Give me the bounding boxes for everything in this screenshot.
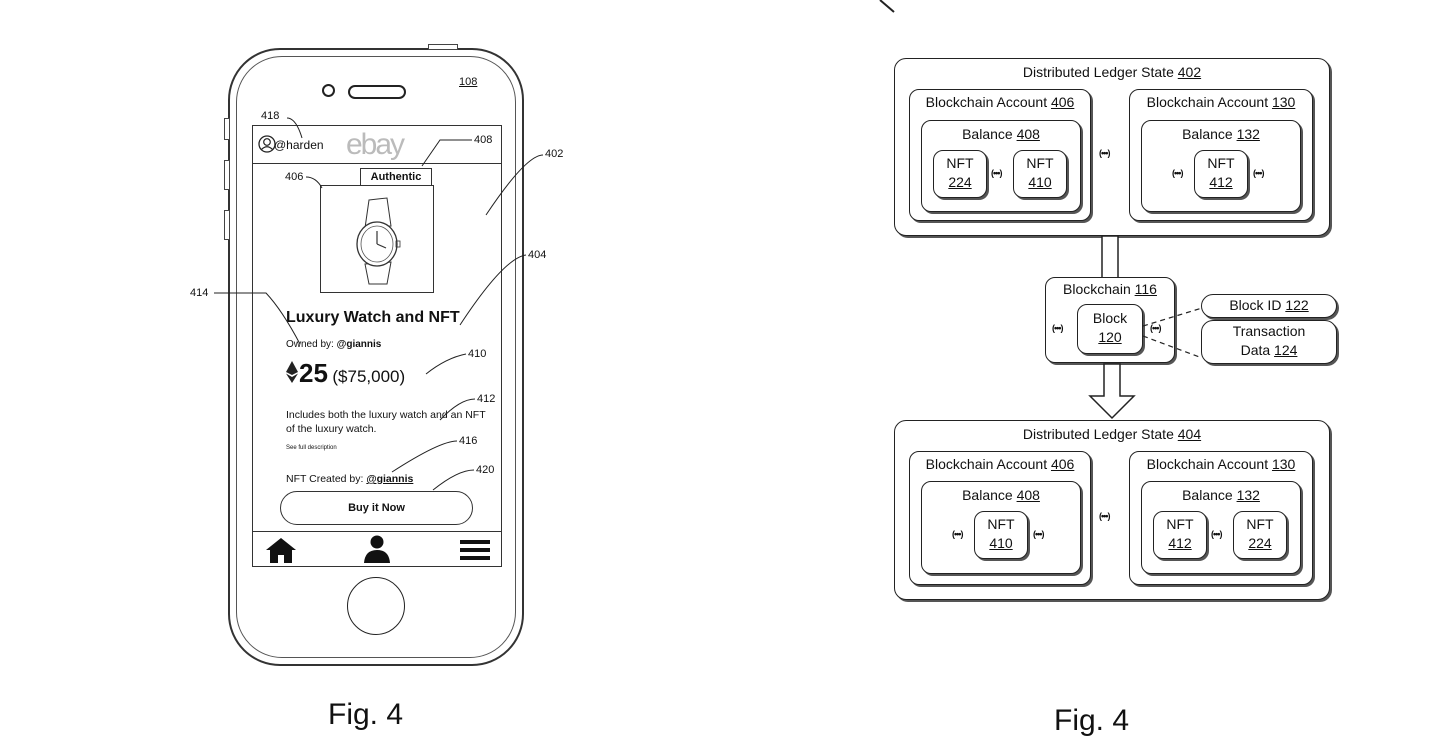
created-label: NFT Created by: bbox=[286, 473, 367, 485]
front-camera bbox=[322, 84, 335, 97]
owner-username[interactable]: @giannis bbox=[336, 339, 382, 350]
creator-username[interactable]: @giannis bbox=[366, 473, 414, 485]
reference-leader-lines bbox=[214, 117, 544, 491]
ref-420: 420 bbox=[476, 464, 495, 476]
balance-132-top-title: Balance 132 bbox=[1182, 126, 1260, 142]
watch-illustration bbox=[356, 197, 401, 285]
balance-408-bottom-title: Balance 408 bbox=[962, 487, 1040, 503]
nft-224-bottom bbox=[1233, 511, 1287, 559]
link-icon: (•••) bbox=[1099, 511, 1110, 521]
account-406-top-title: Blockchain Account 406 bbox=[925, 94, 1075, 110]
down-arrow bbox=[1088, 363, 1136, 420]
ref-414: 414 bbox=[190, 287, 209, 299]
link-icon: (•••) bbox=[1052, 323, 1063, 333]
nft-410-top bbox=[1013, 150, 1067, 198]
nft-224-top bbox=[933, 150, 987, 198]
ebay-logo[interactable]: ebay bbox=[346, 128, 405, 161]
blockchain-116-title: Blockchain 116 bbox=[1063, 281, 1157, 297]
link-icon: (•••) bbox=[1211, 529, 1222, 539]
figure-label-right: Fig. 4 bbox=[1054, 704, 1130, 737]
ref-406: 406 bbox=[285, 171, 304, 183]
phone-device-outline bbox=[228, 48, 524, 666]
arrow-fragment bbox=[879, 0, 895, 13]
ref-416: 416 bbox=[459, 435, 478, 447]
block-detail-dashed-lines bbox=[1142, 307, 1203, 359]
phone-device-inner-outline bbox=[236, 56, 516, 658]
buy-it-now-button[interactable]: Buy it Now bbox=[280, 491, 473, 525]
earpiece-speaker bbox=[348, 85, 406, 99]
ref-410: 410 bbox=[468, 348, 487, 360]
account-406-bottom-title: Blockchain Account 406 bbox=[925, 456, 1075, 472]
state-to-blockchain-connector bbox=[1101, 236, 1119, 279]
link-icon: (•••) bbox=[1033, 529, 1044, 539]
ref-402: 402 bbox=[545, 148, 564, 160]
ref-412: 412 bbox=[477, 393, 496, 405]
link-icon: (•••) bbox=[1253, 168, 1264, 178]
balance-132-bottom-title: Balance 132 bbox=[1182, 487, 1260, 503]
ref-108: 108 bbox=[459, 76, 478, 88]
product-title: Luxury Watch and NFT bbox=[286, 309, 460, 326]
link-icon: (•••) bbox=[1099, 148, 1110, 158]
figure-label-left: Fig. 4 bbox=[328, 698, 404, 731]
account-130-top-title: Blockchain Account 130 bbox=[1146, 94, 1296, 110]
ref-404: 404 bbox=[528, 249, 547, 261]
price-eth: 25 bbox=[299, 358, 328, 388]
block-120 bbox=[1077, 304, 1143, 354]
account-130-bottom-title: Blockchain Account 130 bbox=[1146, 456, 1296, 472]
ledger-state-top-title: Distributed Ledger State 402 bbox=[1022, 64, 1202, 80]
home-icon[interactable] bbox=[264, 536, 298, 564]
product-description: Includes both the luxury watch and an NF… bbox=[286, 409, 486, 435]
link-icon: (•••) bbox=[952, 529, 963, 539]
volume-up-button bbox=[224, 160, 230, 190]
nft-412-bottom bbox=[1153, 511, 1207, 559]
ledger-state-bottom-title: Distributed Ledger State 404 bbox=[1022, 426, 1202, 442]
volume-down-button bbox=[224, 210, 230, 240]
price-usd: ($75,000) bbox=[332, 367, 406, 386]
creator-line: NFT Created by: @giannis bbox=[286, 473, 413, 485]
home-button[interactable] bbox=[347, 577, 405, 635]
avatar-icon[interactable] bbox=[258, 135, 276, 153]
power-button bbox=[428, 44, 458, 50]
mute-switch bbox=[224, 118, 230, 140]
block-id-122-label: Block ID 122 bbox=[1229, 297, 1309, 313]
menu-icon[interactable] bbox=[460, 539, 490, 561]
nft-410-bottom bbox=[974, 511, 1028, 559]
link-icon: (•••) bbox=[1150, 323, 1161, 333]
bottom-tab-bar bbox=[253, 531, 501, 566]
product-image[interactable] bbox=[320, 185, 434, 293]
ref-408: 408 bbox=[474, 134, 493, 146]
transaction-data-124 bbox=[1201, 320, 1337, 364]
owner-line: Owned by: @giannis bbox=[286, 339, 381, 350]
user-handle[interactable]: @harden bbox=[274, 138, 324, 152]
balance-408-top-title: Balance 408 bbox=[962, 126, 1040, 142]
app-header bbox=[253, 126, 501, 164]
owned-label: Owned by: bbox=[286, 339, 337, 350]
nft-412-top bbox=[1194, 150, 1248, 198]
ref-418: 418 bbox=[261, 110, 280, 122]
price: 25 ($75,000) bbox=[285, 358, 405, 389]
link-icon: (•••) bbox=[1172, 168, 1183, 178]
ethereum-icon bbox=[286, 361, 298, 383]
user-icon[interactable] bbox=[362, 534, 392, 564]
block-id-122 bbox=[1201, 294, 1337, 318]
see-full-description-link[interactable]: See full description bbox=[286, 445, 337, 451]
link-icon: (•••) bbox=[991, 168, 1002, 178]
